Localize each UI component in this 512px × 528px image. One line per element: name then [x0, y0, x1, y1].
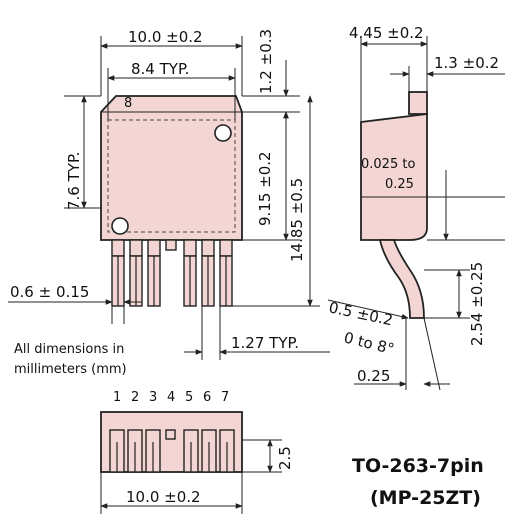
side-body	[360, 112, 428, 241]
front-mark-hole-top-right	[214, 124, 232, 142]
pin8-label: 8	[124, 96, 132, 111]
dim-side-height: 7.6 TYP.	[65, 152, 83, 210]
dim-tab-height: 1.2 ±0.3	[257, 29, 275, 94]
dim-total-height: 14.85 ±0.5	[288, 178, 306, 262]
dim-pitch: 1.27 TYP.	[231, 334, 299, 352]
note-line1: All dimensions in	[14, 342, 124, 357]
dim-lead-angle: 0 to 8°	[342, 328, 396, 358]
pin-label: 5	[185, 390, 193, 405]
dim-pin-width: 0.6 ± 0.15	[10, 283, 89, 301]
dim-lead-tip: 0.25	[357, 367, 390, 385]
side-view: 4.45 ±0.2 1.3 ±0.2 0.025 to 0.25 2.54 ±0…	[327, 24, 505, 391]
side-lead	[378, 239, 425, 319]
pin-label: 7	[221, 390, 229, 405]
dim-top-width: 10.0 ±0.2	[128, 28, 203, 46]
pin-label: 3	[149, 390, 157, 405]
dim-bottom-width: 10.0 ±0.2	[126, 488, 201, 506]
dim-standoff-top: 0.025 to	[361, 157, 415, 172]
side-tab	[408, 91, 428, 115]
pin-label: 1	[113, 390, 121, 405]
front-heatsink-outline	[107, 119, 236, 233]
dim-body-height: 9.15 ±0.2	[256, 151, 274, 226]
bottom-view: 1 2 3 4 5 6 7 2.5 10.0 ±0.2	[100, 390, 294, 514]
pin-label: 2	[131, 390, 139, 405]
pin-label: 4	[167, 390, 175, 405]
package-subtitle: (MP-25ZT)	[370, 487, 481, 509]
pin-label: 6	[203, 390, 211, 405]
dim-lead-length: 2.54 ±0.25	[468, 262, 486, 346]
dim-standoff-bottom: 0.25	[385, 177, 414, 192]
dim-side-depth: 4.45 ±0.2	[349, 24, 424, 42]
note-line2: millimeters (mm)	[14, 362, 127, 377]
front-view: 8 10.0 ±0.2	[8, 28, 330, 360]
dim-tab-thickness: 1.3 ±0.2	[434, 54, 499, 72]
package-title: TO-263-7pin	[352, 455, 484, 477]
dim-inner-width: 8.4 TYP.	[131, 60, 189, 78]
dim-lead-thickness: 0.5 ±0.2	[327, 298, 394, 329]
front-pins	[111, 239, 233, 307]
dim-bottom-depth: 2.5	[276, 446, 294, 470]
front-mark-hole-bottom-left	[111, 217, 129, 235]
